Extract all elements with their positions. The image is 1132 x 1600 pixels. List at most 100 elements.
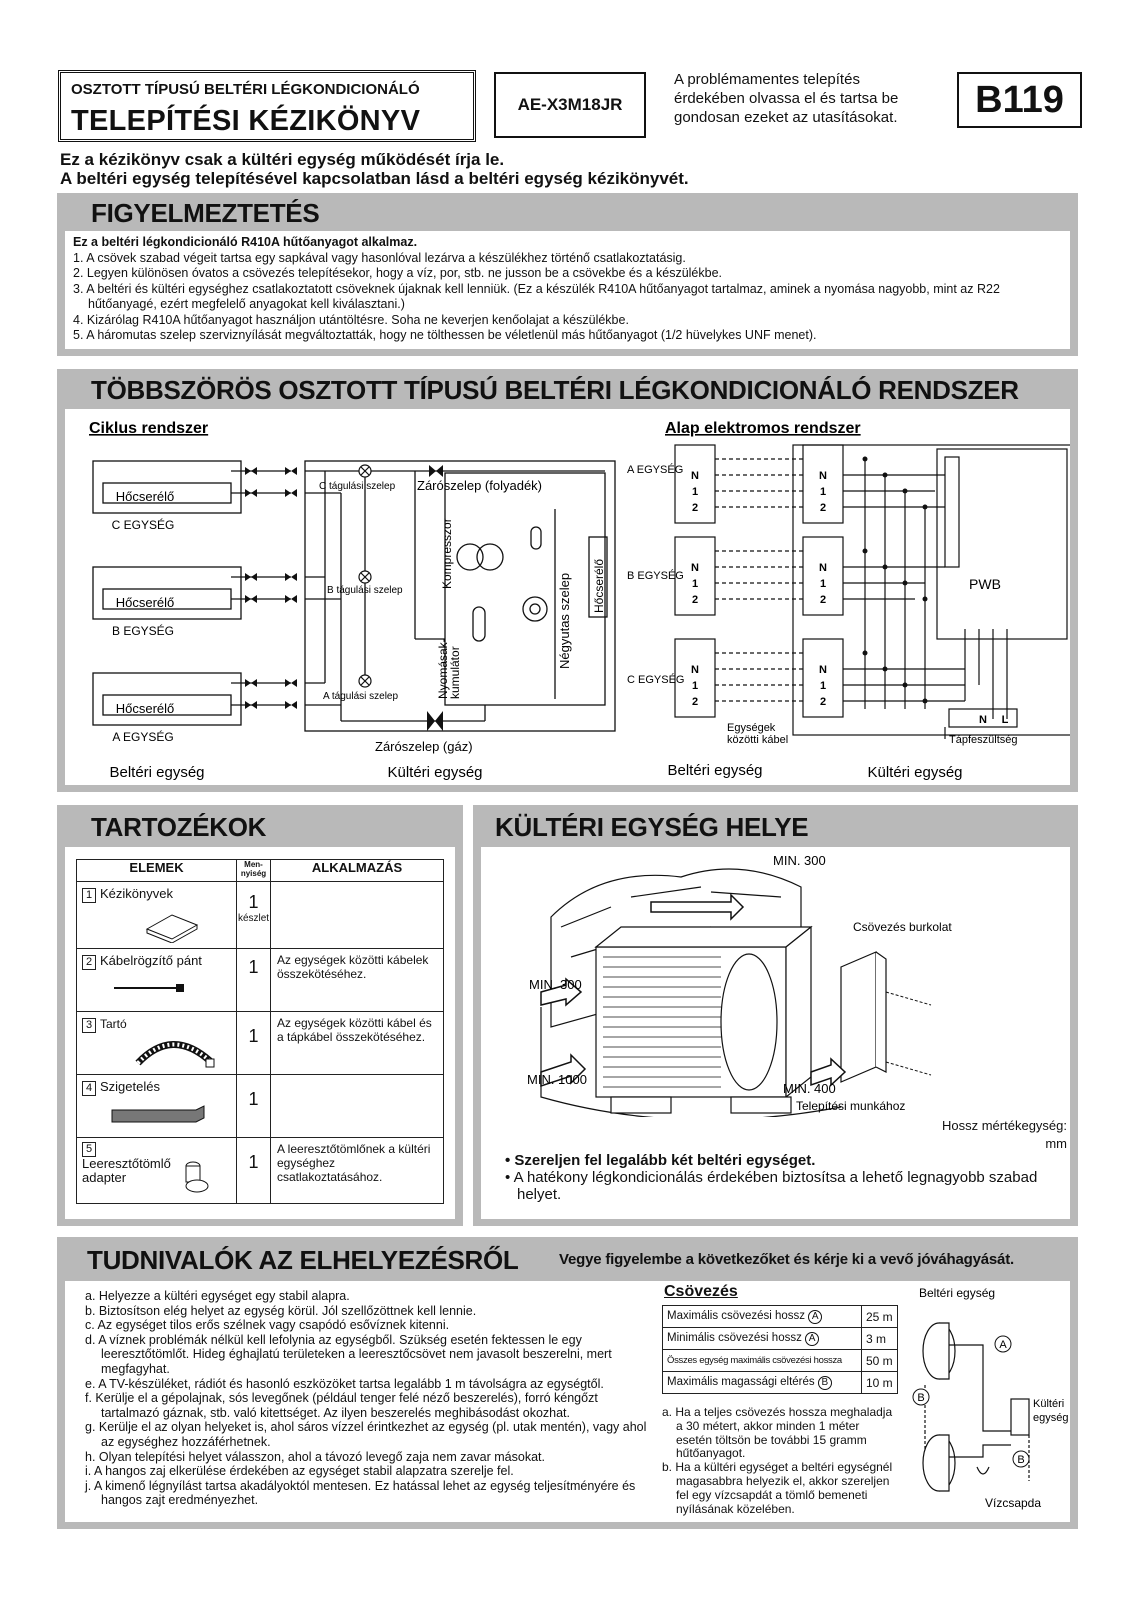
list-item: a. Helyezze a kültéri egységet egy stabi…	[85, 1289, 350, 1303]
accumulator-label-1: Nyomásak-	[436, 638, 450, 699]
work-space-note: Telepítési munkához	[796, 1099, 905, 1113]
warning-content: Ez a beltéri légkondicionáló R410A hűtőa…	[65, 231, 1070, 349]
svg-text:N: N	[819, 664, 827, 676]
location-content: MIN. 300 Csövezés burkolat MIN. 300 MIN.…	[481, 847, 1070, 1219]
outdoor-hx-label: Hőcserélő	[592, 559, 606, 613]
svg-text:1: 1	[820, 578, 826, 590]
accumulator-label-2: kumulátor	[448, 646, 462, 699]
svg-text:N: N	[819, 470, 827, 482]
insulation-icon	[111, 1105, 205, 1123]
cable-tie-icon	[114, 984, 184, 992]
system-diagrams: Ciklus rendszer Alap elektromos rendszer	[89, 420, 1082, 781]
piping-cover-label: Csövezés burkolat	[853, 920, 952, 934]
indoor-unit-a	[92, 672, 242, 726]
clearance-front-label: MIN. 1000	[527, 1072, 587, 1087]
stop-valve-gas-label: Zárószelep (gáz)	[375, 739, 473, 754]
unit-label-c: C EGYSÉG	[112, 517, 175, 532]
placement-content: a. Helyezze a kültéri egységet egy stabi…	[65, 1281, 1070, 1522]
warning-item: 5. A háromutas szelep szerviznyílását me…	[73, 328, 817, 342]
svg-text:2: 2	[820, 502, 826, 514]
title-block: OSZTOTT TÍPUSÚ BELTÉRI LÉGKONDICIONÁLÓ T…	[58, 70, 476, 142]
document-title: TELEPÍTÉSI KÉZIKÖNYV	[71, 105, 421, 137]
warning-title: FIGYELMEZTETÉS	[91, 198, 320, 228]
electrical-system-title: Alap elektromos rendszer	[665, 420, 861, 437]
cycle-indoor-label: Beltéri egység	[109, 764, 204, 781]
svg-text:2: 2	[820, 594, 826, 606]
water-trap-label: Vízcsapda	[985, 1496, 1041, 1510]
accessories-title: TARTOZÉKOK	[91, 812, 267, 842]
piping-cover	[840, 951, 877, 1083]
intro-line-2: A beltéri egység telepítésével kapcsolat…	[60, 169, 689, 188]
placement-title: TUDNIVALÓK AZ ELHELYEZÉSRŐL	[87, 1245, 519, 1275]
location-bullet: • A hatékony légkondicionálás érdekében …	[505, 1169, 1038, 1203]
compressor-label: Kompresszor	[440, 518, 454, 589]
power-supply-label: Tápfeszültség	[949, 734, 1017, 746]
exp-valve-a-label: A tágulási szelep	[323, 691, 398, 702]
svg-text:2: 2	[692, 502, 698, 514]
manual-icon	[145, 914, 199, 943]
diagram-outdoor-unit	[1010, 1398, 1030, 1436]
table-row: Összes egység maximális csövezési hossza…	[662, 1349, 898, 1372]
piping-title: Csövezés	[664, 1283, 738, 1300]
accessories-panel: TARTOZÉKOK ELEMEK Men-nyiség ALKALMAZÁS …	[57, 805, 463, 1226]
cycle-outdoor-label: Kültéri egység	[387, 764, 482, 781]
pwb-label: PWB	[969, 576, 1001, 592]
unit-label-b: B EGYSÉG	[112, 623, 174, 638]
svg-text:2: 2	[692, 594, 698, 606]
unit-label-a: A EGYSÉG	[112, 729, 173, 744]
indoor-unit-c	[92, 460, 242, 514]
terminal-labels: N 1 2 N 1 2 N 1 2 N 1 2 N 1 2 N 1 2 N L	[691, 470, 1009, 726]
cable-label-2: közötti kábel	[727, 734, 788, 746]
ref-b-marker-2: B	[1017, 1454, 1024, 1466]
indoor-units	[92, 460, 616, 732]
piping-height-diagram: Beltéri egység A B B Kültéri egység Vízc…	[912, 1286, 1068, 1510]
col-header-items: ELEMEK	[76, 859, 237, 882]
col-header-use: ALKALMAZÁS	[270, 859, 444, 882]
elec-unit-a-label: A EGYSÉG	[627, 463, 683, 476]
svg-text:1: 1	[692, 578, 698, 590]
list-item: c. Az egységet tilos erős szélnek vagy c…	[85, 1318, 450, 1333]
warning-item: 3. A beltéri és kültéri egységhez csatla…	[73, 281, 1000, 312]
clearance-left-label: MIN. 300	[529, 977, 582, 992]
clearance-arrows	[540, 893, 847, 1088]
system-panel: TÖBBSZÖRÖS OSZTOTT TÍPUSÚ BELTÉRI LÉGKON…	[57, 369, 1082, 792]
list-item: g. Kerülje el az olyan helyeket is, ahol…	[85, 1420, 647, 1449]
intro-text: Ez a kézikönyv csak a kültéri egység műk…	[60, 150, 689, 188]
outdoor-unit-illustration: MIN. 300 Csövezés burkolat MIN. 300 MIN.…	[527, 853, 952, 1121]
ref-b-marker: B	[917, 1392, 924, 1404]
elec-unit-c-label: C EGYSÉG	[627, 673, 684, 686]
placement-panel: TUDNIVALÓK AZ ELHELYEZÉSRŐL Vegye figyel…	[57, 1237, 1078, 1529]
exp-valve-b-label: B tágulási szelep	[327, 585, 403, 596]
location-bullets: • Szereljen fel legalább két beltéri egy…	[505, 1152, 1045, 1203]
system-title: TÖBBSZÖRÖS OSZTOTT TÍPUSÚ BELTÉRI LÉGKON…	[91, 375, 1019, 405]
stop-valve-liquid-label: Zárószelep (folyadék)	[417, 478, 542, 493]
clearance-right-label: MIN. 400	[783, 1081, 836, 1096]
svg-text:1: 1	[820, 486, 826, 498]
hx-label-a: Hőcserélő	[116, 701, 175, 716]
fan-grille	[720, 953, 778, 1091]
bracket-icon	[135, 1041, 215, 1068]
drain-adapter-icon	[185, 1161, 209, 1193]
warning-panel: FIGYELMEZTETÉS Ez a beltéri légkondicion…	[57, 193, 1078, 356]
placement-list: a. Helyezze a kültéri egységet egy stabi…	[85, 1289, 650, 1508]
svg-text:N: N	[691, 664, 699, 676]
list-item: e. A TV-készüléket, rádiót és hasonló es…	[85, 1376, 604, 1391]
placement-subtitle: Vegye figyelembe a következőket és kérje…	[559, 1251, 1014, 1268]
electrical-junctions	[862, 456, 928, 704]
unit-note: Hossz mértékegység: mm	[942, 1118, 1067, 1151]
warning-item: 1. A csövek szabad végeit tartsa egy sap…	[73, 250, 686, 265]
fourway-valve-label: Négyutas szelep	[557, 573, 572, 669]
elec-indoor-label: Beltéri egység	[667, 762, 762, 779]
diagram-indoor-label: Beltéri egység	[919, 1286, 995, 1300]
list-item: i. A hangos zaj elkerülése érdekében az …	[85, 1464, 514, 1479]
intro-line-1: Ez a kézikönyv csak a kültéri egység műk…	[60, 150, 505, 169]
hx-label-b: Hőcserélő	[116, 595, 175, 610]
expansion-valves	[358, 464, 372, 688]
valve-symbols	[245, 465, 443, 731]
